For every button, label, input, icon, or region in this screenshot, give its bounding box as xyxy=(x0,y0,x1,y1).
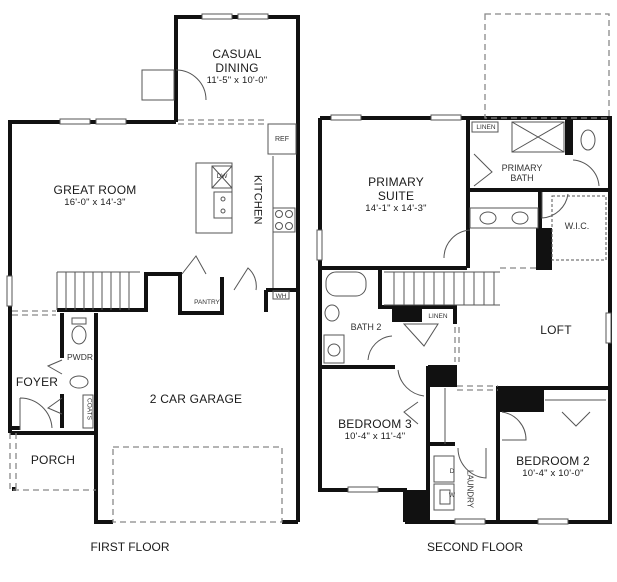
bedroom2-dims: 10'-4" x 10'-0" xyxy=(522,467,584,479)
linen-primary-label: LINEN xyxy=(476,124,496,131)
room-bath2: BATH 2 xyxy=(350,322,382,332)
casual-dining-name-line2: DINING xyxy=(215,60,259,75)
room-laundry: LAUNDRY xyxy=(465,470,475,509)
primary-suite-dims: 14'-1" x 14'-3" xyxy=(365,202,427,214)
first-floor-title: FIRST FLOOR xyxy=(90,540,170,554)
primary-bath-name-line2: BATH xyxy=(510,173,534,184)
bedroom3-dims: 10'-4" x 11'-4" xyxy=(344,430,406,442)
room-loft: LOFT xyxy=(540,323,572,337)
casual-dining-name-line1: CASUAL xyxy=(212,47,262,61)
room-casual-dining: CASUAL DINING 11'-5" x 10'-0" xyxy=(206,47,268,87)
ref-label: REF xyxy=(275,136,289,143)
room-foyer: FOYER xyxy=(15,375,59,389)
first-floor-walls xyxy=(8,15,300,524)
room-wic: W.I.C. xyxy=(564,221,590,231)
dw-label: DW xyxy=(216,173,228,180)
primary-bath-name-line1: PRIMARY xyxy=(501,163,543,173)
second-floor-title: SECOND FLOOR xyxy=(426,540,524,554)
room-great-room: GREAT ROOM 16'-0" x 14'-3" xyxy=(53,183,137,209)
casual-dining-dims: 11'-5" x 10'-0" xyxy=(206,74,268,86)
bedroom2-name: BEDROOM 2 xyxy=(516,454,590,468)
room-garage: 2 CAR GARAGE xyxy=(149,392,243,406)
room-porch: PORCH xyxy=(30,453,76,467)
pwdr-label: PWDR xyxy=(67,352,93,362)
room-primary-suite: PRIMARY SUITE 14'-1" x 14'-3" xyxy=(365,175,427,215)
bedroom3-name: BEDROOM 3 xyxy=(338,417,412,431)
pantry-label: PANTRY xyxy=(194,299,220,306)
room-primary-bath: PRIMARY BATH xyxy=(502,163,543,184)
great-room-dims: 16'-0" x 14'-3" xyxy=(64,196,126,208)
stair-treads xyxy=(56,271,500,310)
room-bedroom3: BEDROOM 3 10'-4" x 11'-4" xyxy=(338,417,412,443)
primary-suite-name-line1: PRIMARY xyxy=(368,175,424,189)
windows xyxy=(6,13,612,525)
coats-label: COATS xyxy=(85,398,93,420)
dashed-lines xyxy=(9,13,610,523)
room-bedroom2: BEDROOM 2 10'-4" x 10'-0" xyxy=(516,454,590,480)
solid-wall-blocks xyxy=(12,119,573,522)
linen-hall-label: LINEN xyxy=(428,313,448,320)
fixtures xyxy=(19,69,607,511)
dryer-label: D xyxy=(449,468,455,475)
primary-suite-name-line2: SUITE xyxy=(377,188,415,203)
great-room-name: GREAT ROOM xyxy=(53,183,137,197)
washer-label: W xyxy=(448,492,456,499)
wh-label: WH xyxy=(275,293,287,300)
room-kitchen: KITCHEN xyxy=(251,175,264,225)
